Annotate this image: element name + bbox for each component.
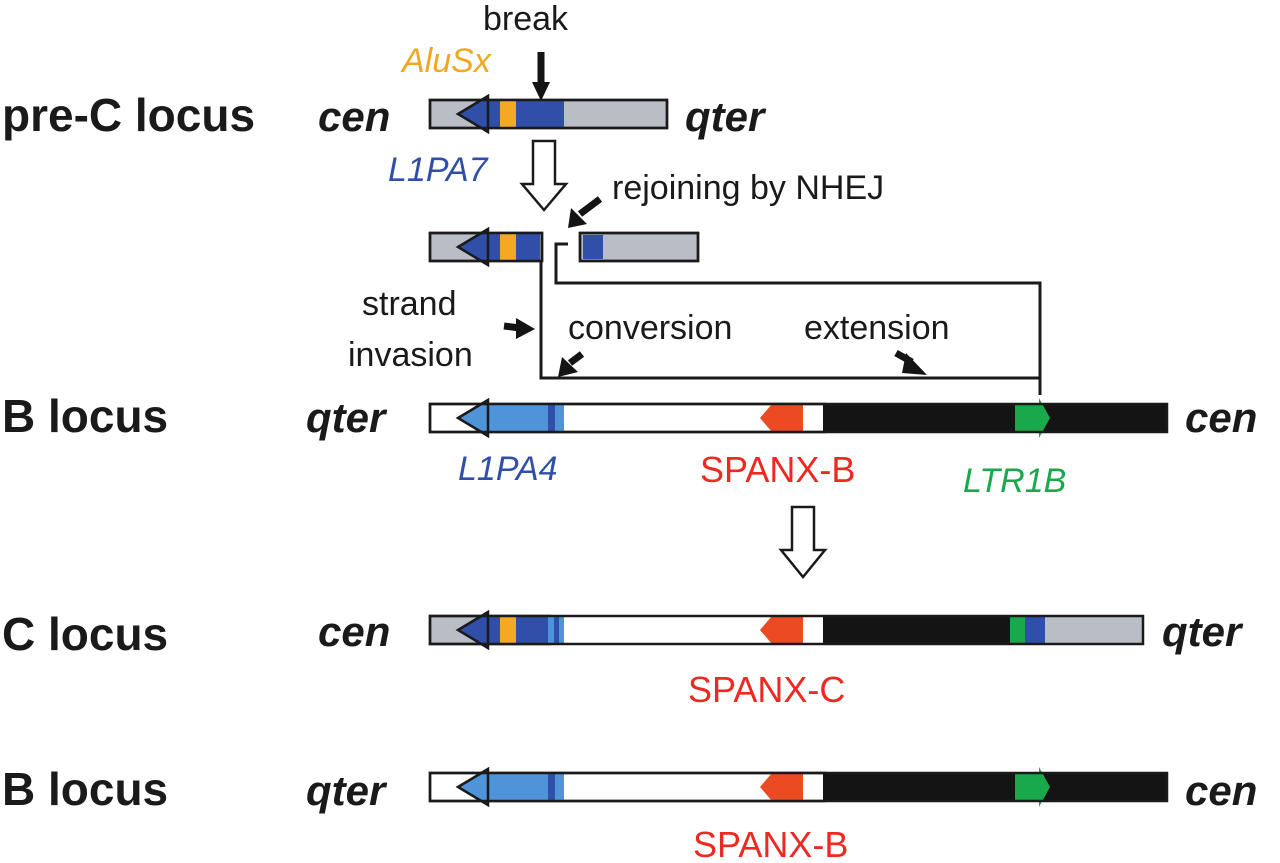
b2-ltr1b-arrow	[1015, 767, 1050, 807]
b1-bar	[428, 397, 1169, 439]
row-label-prec: pre-C locus	[2, 89, 255, 141]
b1-arrow-outline	[455, 397, 490, 439]
hollow-down-arrow-icon	[778, 505, 828, 579]
broken-alusx-segment	[500, 233, 516, 261]
rejoining-label: rejoining by NHEJ	[612, 169, 884, 207]
b1-l1pa4-arrow	[458, 400, 548, 436]
row-label-c: C locus	[2, 608, 168, 660]
b1-l1pa4-mark	[548, 404, 555, 432]
c-bar	[428, 609, 1145, 651]
b2-black-bar	[823, 773, 1167, 801]
c-grey-right	[1043, 616, 1143, 644]
c-alusx-segment	[500, 616, 516, 644]
b2-l1pa4-seg	[555, 773, 564, 801]
broken-molecule	[428, 226, 700, 268]
b2-left-end: qter	[306, 767, 388, 814]
l1pa4-label: L1PA4	[458, 450, 558, 488]
extension-label: extension	[804, 309, 950, 347]
prec-l1pa7-segment	[516, 100, 564, 128]
b2-arrow-outline	[455, 766, 490, 808]
break-arrow-icon	[532, 52, 550, 101]
broken-right-blue	[583, 235, 603, 259]
b2-bar-outline	[428, 771, 1169, 803]
c-l1pa7-segment	[516, 616, 548, 644]
b2-l1pa4-mark	[548, 773, 555, 801]
c-arrow-outline	[455, 609, 490, 651]
b1-black-bar	[823, 404, 1167, 432]
row-label-b2: B locus	[2, 763, 168, 815]
c-right-end: qter	[1162, 608, 1244, 655]
c-black-bar	[823, 616, 1043, 644]
prec-l1pa7-arrow	[458, 96, 500, 132]
b2-l1pa4-arrow	[458, 769, 548, 805]
row-label-b1: B locus	[2, 390, 168, 442]
conversion-arrow-icon	[558, 351, 585, 377]
c-spanx-arrow	[760, 616, 803, 644]
spanx-b-label-2: SPANX-B	[693, 824, 848, 863]
b1-l1pa4-seg	[555, 404, 564, 432]
c-l1pa7-right	[1025, 616, 1045, 644]
prec-left-end: cen	[318, 93, 390, 140]
b2-right-end: cen	[1185, 767, 1257, 814]
c-l1pa4-mark	[554, 616, 559, 644]
prec-alusx-segment	[500, 100, 516, 128]
extension-arrow-icon	[894, 349, 927, 375]
strand-arrow-icon	[503, 318, 535, 339]
prec-bar	[428, 93, 669, 135]
c-bar-outline	[428, 614, 1145, 646]
conversion-label: conversion	[568, 309, 732, 347]
b1-right-end: cen	[1185, 394, 1257, 441]
invasion-path-left	[539, 262, 1042, 395]
hollow-down-arrow-icon	[519, 139, 569, 212]
spanx-c-label: SPANX-C	[688, 669, 845, 710]
prec-right-end: qter	[685, 93, 767, 140]
b1-spanx-arrow	[760, 404, 803, 432]
strand-label: strand	[362, 285, 457, 323]
invasion-path-right	[554, 242, 1042, 378]
broken-l1pa7-segment	[516, 233, 540, 261]
break-label: break	[483, 0, 569, 38]
b1-left-end: qter	[306, 394, 388, 441]
invasion-label: invasion	[348, 336, 473, 374]
b1-bar-outline	[428, 402, 1169, 434]
b2-spanx-arrow	[760, 773, 803, 801]
spanx-b-label-1: SPANX-B	[700, 449, 855, 490]
b1-ltr1b-arrow	[1015, 398, 1050, 438]
c-left-end: cen	[318, 608, 390, 655]
c-ltr1b-seg	[1010, 616, 1025, 644]
ltr1b-label: LTR1B	[963, 462, 1066, 500]
b2-bar	[428, 766, 1169, 808]
c-l1pa7-arrow	[458, 612, 500, 648]
broken-right-outline	[578, 231, 700, 263]
rejoining-arrow-icon	[568, 196, 603, 228]
broken-arrow-outline	[455, 226, 490, 268]
prec-arrow-outline	[455, 93, 490, 135]
broken-l1pa7-arrow	[458, 229, 500, 265]
alusx-label: AluSx	[400, 42, 492, 80]
broken-left-outline	[428, 231, 544, 263]
l1pa7-label: L1PA7	[388, 151, 489, 189]
prec-bar-outline	[428, 98, 669, 130]
